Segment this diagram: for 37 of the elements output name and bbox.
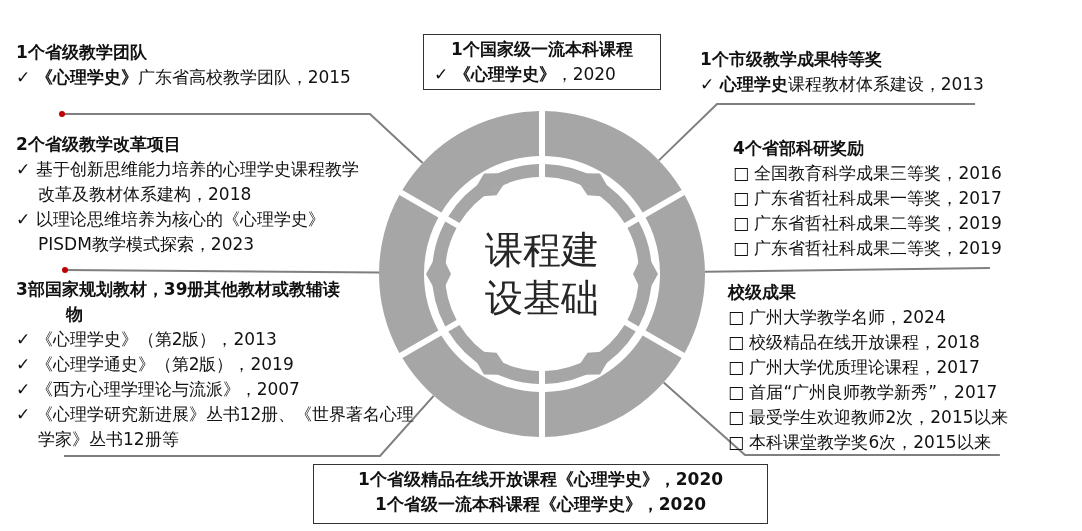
info-box (423, 34, 661, 90)
list-item: ✓ 《心理学史》广东省高校教学团队，2015 (16, 66, 352, 89)
group-heading: 3部国家规划教材，39册其他教材或教辅读物 (16, 278, 342, 326)
list-item: ✓ 以理论思维培养为核心的《心理学史》PISDM教学模式探索，2023 (16, 208, 326, 256)
leader-line (704, 267, 991, 273)
group-heading: 2个省级教学改革项目 (16, 133, 182, 156)
banner-line: 1个省级一流本科课程《心理学史》，2020 (373, 493, 708, 516)
list-item: □ 本科课堂教学奖6次，2015以来 (728, 431, 992, 454)
info-banner (313, 464, 768, 524)
group-heading: 4个省部科研奖励 (733, 137, 865, 160)
list-item: ✓ 心理学史课程教材体系建设，2013 (700, 73, 985, 96)
group-heading: 1个省级教学团队 (16, 41, 148, 64)
banner-line: 1个省级精品在线开放课程《心理学史》，2020 (356, 468, 725, 491)
leader-line (662, 381, 1001, 456)
box-heading: 1个国家级一流本科课程 (450, 38, 634, 61)
list-item: □ 广东省哲社科成果二等奖，2019 (733, 237, 1003, 260)
leader-line (59, 111, 424, 164)
list-item: ✓ 《心理学通史》（第2版），2019 (16, 353, 295, 376)
box-item: ✓ 《心理学史》，2020 (434, 63, 617, 86)
group-heading: 1个市级教学成果特等奖 (700, 48, 883, 71)
leader-line (657, 103, 977, 162)
list-item: □ 全国教育科学成果三等奖，2016 (733, 162, 1003, 185)
center-label: 课程建设基础 (484, 227, 600, 322)
list-item: □ 广州大学教学名师，2024 (728, 306, 947, 329)
leader-line (63, 394, 435, 457)
list-item: ✓ 《心理学研究新进展》丛书12册、《世界著名心理学家》丛书12册等 (16, 403, 416, 451)
leader-line (62, 267, 380, 274)
list-item: □ 最受学生欢迎教师2次，2015以来 (728, 406, 1009, 429)
list-item: ✓ 《西方心理学理论与流派》，2007 (16, 378, 301, 401)
list-item: ✓ 基于创新思维能力培养的心理学史课程教学改革及教材体系建构，2018 (16, 158, 360, 206)
list-item: □ 首届“广州良师教学新秀”，2017 (728, 381, 999, 404)
list-item: ✓ 《心理学史》（第2版），2013 (16, 328, 278, 351)
list-item: □ 广州大学优质理论课程，2017 (728, 356, 981, 379)
group-heading: 校级成果 (728, 281, 797, 304)
list-item: □ 校级精品在线开放课程，2018 (728, 331, 981, 354)
list-item: □ 广东省哲社科成果一等奖，2017 (733, 187, 1003, 210)
list-item: □ 广东省哲社科成果二等奖，2019 (733, 212, 1003, 235)
